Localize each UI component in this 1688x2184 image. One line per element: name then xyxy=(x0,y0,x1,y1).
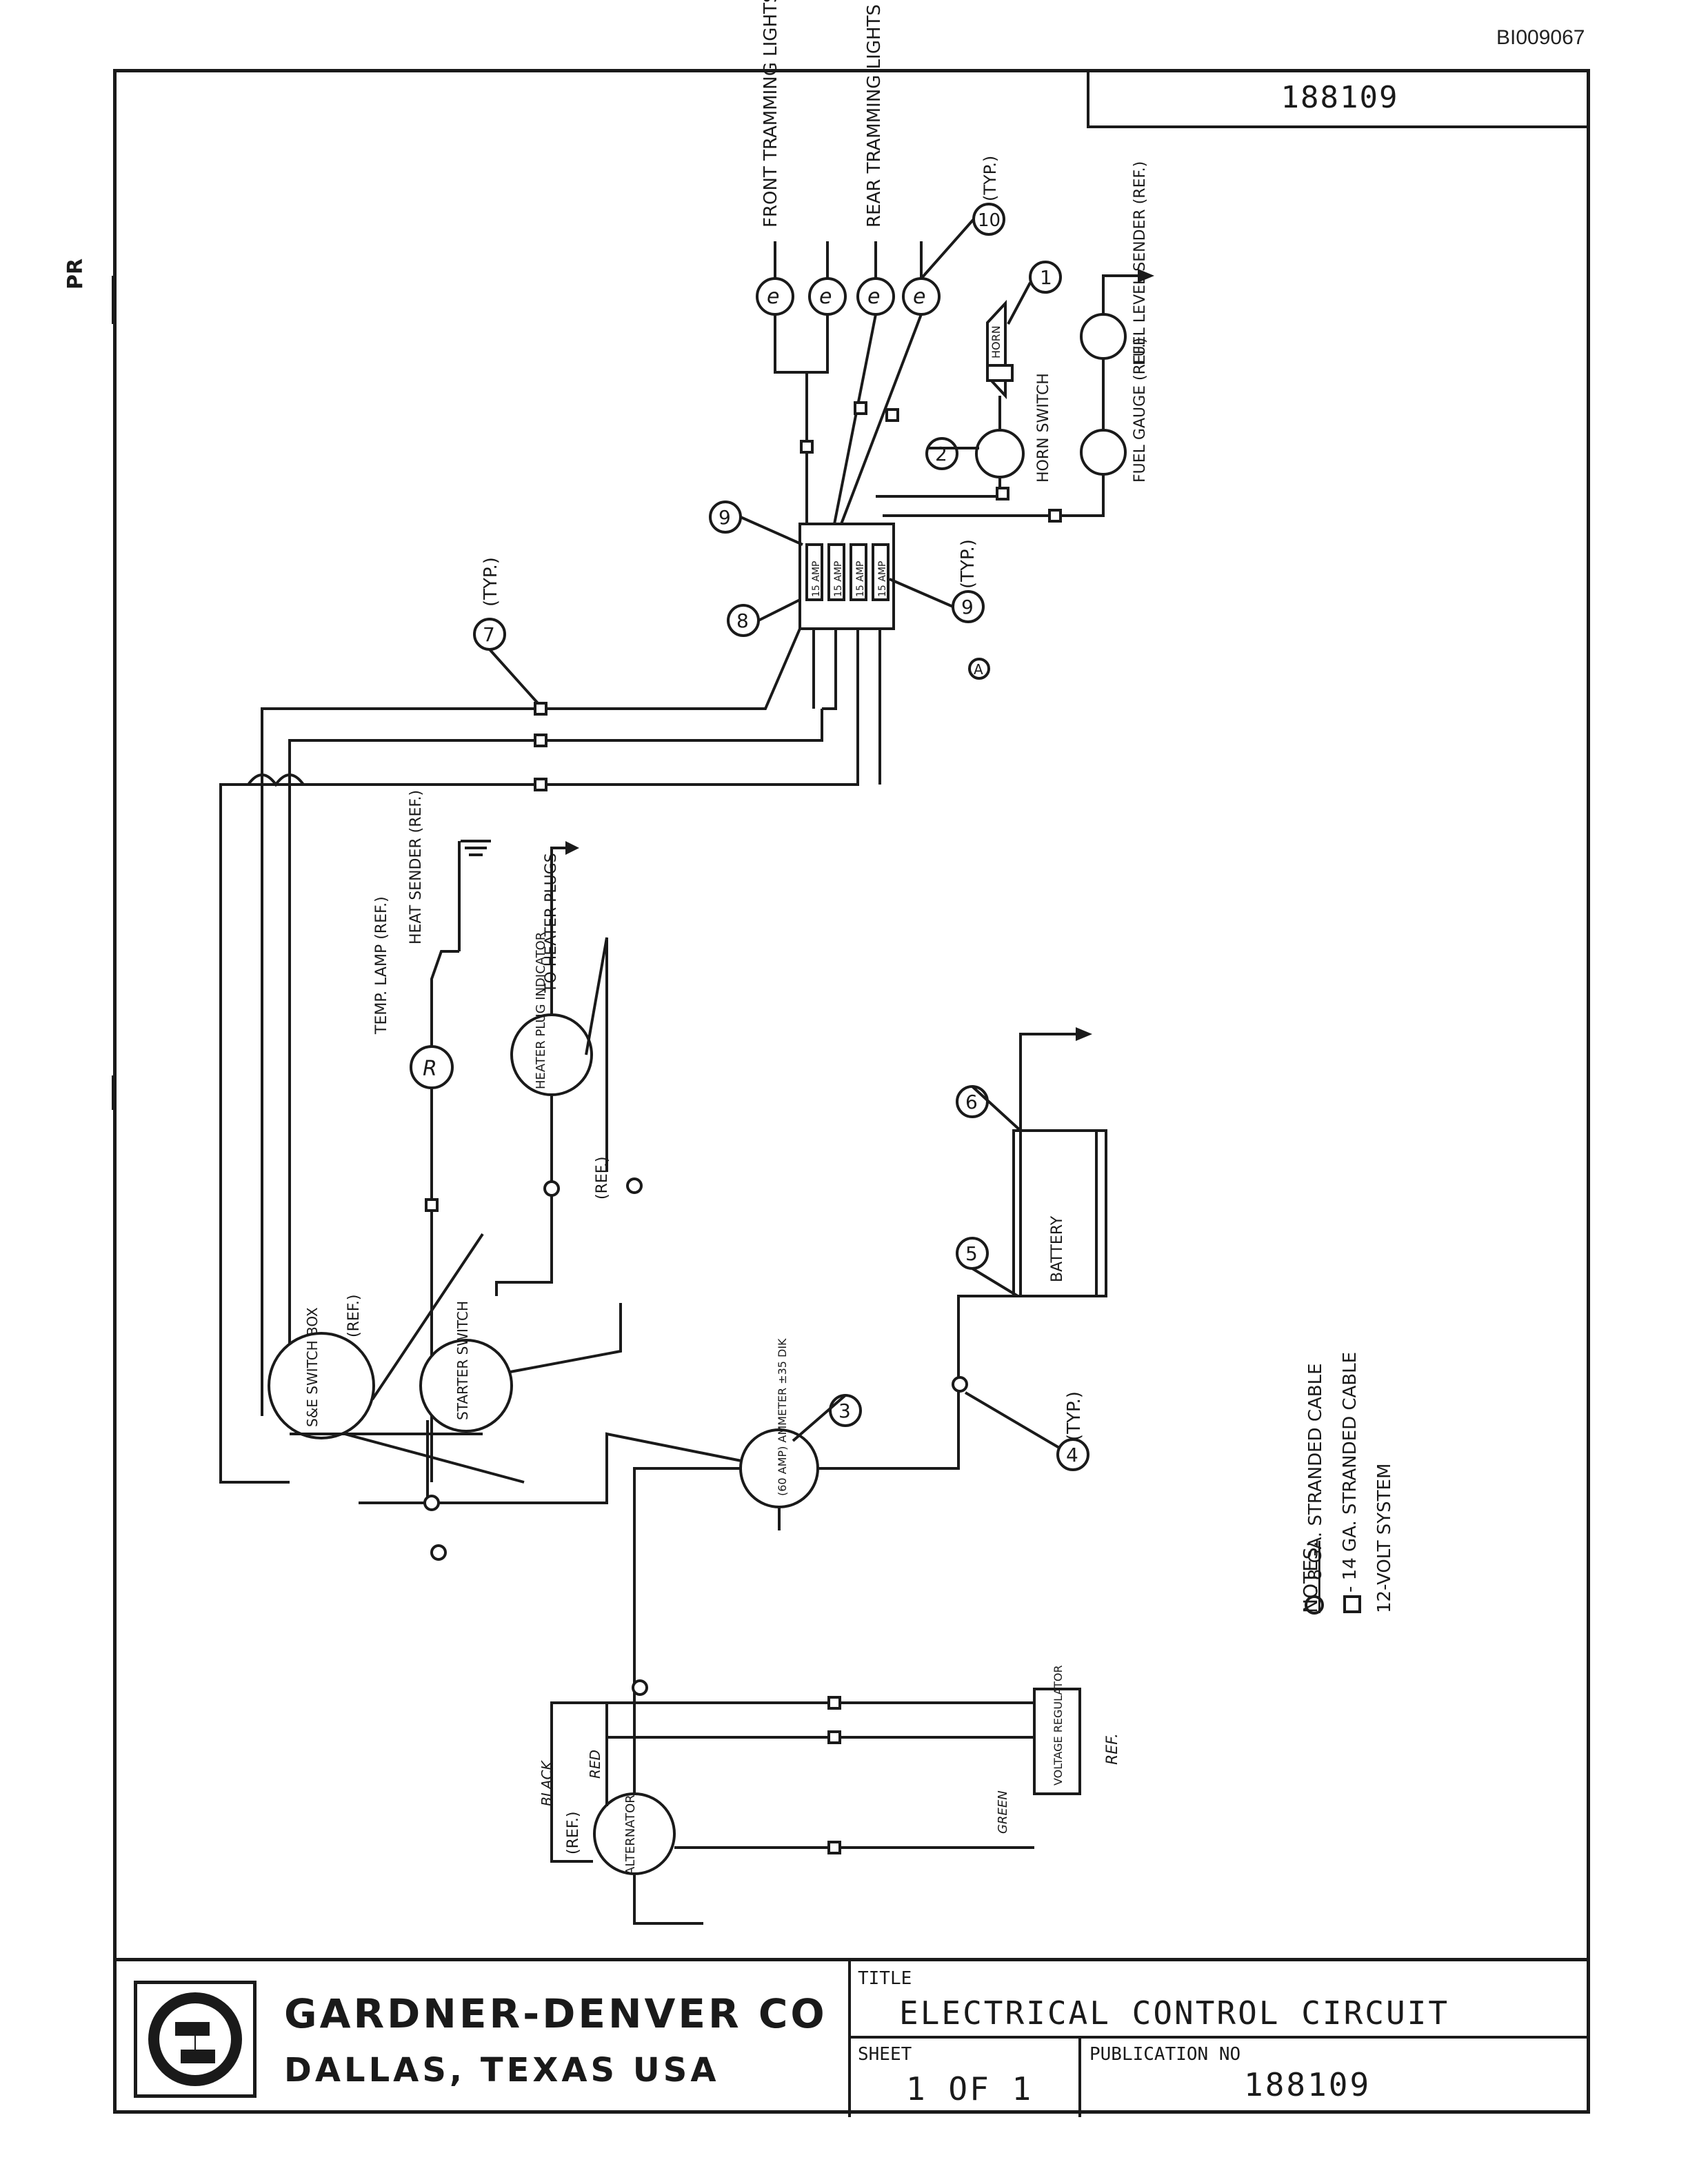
note-line: - 8 GA. STRANDED CABLE xyxy=(1305,1363,1326,1593)
harness-lead xyxy=(248,724,859,786)
fuel-level-sender-label: FUEL LEVEL SENDER (REF.) xyxy=(1132,161,1149,365)
fuel-gauge xyxy=(883,358,1127,523)
fuse-label: 15 AMP xyxy=(833,561,844,597)
front-tramming-lights: e e xyxy=(756,241,847,524)
fuse-block xyxy=(798,523,895,738)
switch-box-ref: (REF.) xyxy=(345,1295,363,1337)
rear-tramming-lights: e e xyxy=(833,241,941,525)
battery-label: BATTERY xyxy=(1049,1215,1066,1282)
callouts: 1 2 3 4 5 6 7 8 9 9 10 A xyxy=(473,203,1089,1471)
callout-1: 1 xyxy=(1040,266,1052,289)
notes: NOTES: - 8 GA. STRANDED CABLE - 14 GA. S… xyxy=(1299,1352,1395,1615)
fuse-label: 15 AMP xyxy=(877,561,888,597)
callout-4: 4 xyxy=(1066,1444,1078,1466)
voltage-regulator-label: VOLTAGE REGULATOR xyxy=(1052,1665,1065,1786)
harness-lead xyxy=(261,628,801,1416)
callout-6: 6 xyxy=(965,1091,978,1113)
fuse-label: 15 AMP xyxy=(855,561,866,597)
typ-label: (TYP.) xyxy=(958,539,978,589)
svg-text:e: e xyxy=(819,285,832,309)
callout-a: A xyxy=(974,661,983,678)
alternator-label: ALTERNATOR xyxy=(623,1794,638,1875)
heat-sender-label: HEAT SENDER (REF.) xyxy=(408,790,425,944)
horn-switch-label: HORN SWITCH xyxy=(1035,373,1052,483)
title-block-divider xyxy=(848,2036,1590,2039)
svg-text:e: e xyxy=(767,285,779,309)
callout-8: 8 xyxy=(736,609,749,632)
starter-switch-label: STARTER SWITCH xyxy=(454,1301,471,1420)
typ-label: (TYP.) xyxy=(1064,1391,1085,1441)
regulator-ref: REF. xyxy=(1104,1733,1121,1765)
typ-label: (TYP.) xyxy=(981,156,1000,201)
sheet-value: 1 OF 1 xyxy=(906,2070,1034,2107)
publication-label: PUBLICATION NO xyxy=(1089,2044,1241,2065)
title-block-divider xyxy=(848,1961,851,2117)
horn xyxy=(986,299,1014,400)
callout-5: 5 xyxy=(965,1242,978,1265)
wire-green-label: GREEN xyxy=(996,1790,1010,1834)
fuse-label: 15 AMP xyxy=(811,561,822,597)
switch-box xyxy=(268,1233,525,1484)
sheet-label: SHEET xyxy=(858,2044,912,2065)
callout-9-typ: 9 xyxy=(961,596,974,618)
notes-title: NOTES: xyxy=(1299,1541,1322,1613)
horn-label: HORN xyxy=(989,325,1003,358)
heater-indicator-label: HEATER PLUG INDICATOR xyxy=(534,932,548,1089)
drawing-title: ELECTRICAL CONTROL CIRCUIT xyxy=(899,1994,1450,2032)
horn-switch xyxy=(876,396,1025,501)
title-label: TITLE xyxy=(858,1968,912,1989)
svg-text:e: e xyxy=(913,285,925,309)
fuel-level-sender xyxy=(1080,269,1154,360)
lamp-letter: R xyxy=(423,1057,437,1081)
alternator-ref: (REF.) xyxy=(565,1812,582,1854)
publication-number-box: 188109 xyxy=(1087,69,1590,128)
connector-marks xyxy=(423,401,968,1854)
publication-number: 188109 xyxy=(1244,2066,1372,2103)
note-line: 12-VOLT SYSTEM xyxy=(1374,1464,1395,1613)
frame-tick xyxy=(112,276,116,324)
callout-7: 7 xyxy=(483,623,495,646)
document-id: BI009067 xyxy=(1496,26,1585,49)
harness-lead xyxy=(288,709,823,1417)
company-location: DALLAS, TEXAS USA xyxy=(284,2051,720,2090)
ammeter xyxy=(633,1295,1014,1661)
company-logo xyxy=(134,1981,257,2098)
callout-10: 10 xyxy=(978,210,1001,231)
heater-ref-label: (REF.) xyxy=(594,1157,611,1200)
ammeter-label: (60 AMP) AMMETER ±35 DIK xyxy=(776,1338,789,1496)
callout-2: 2 xyxy=(935,443,947,465)
rear-lights-label: REAR TRAMMING LIGHTS xyxy=(864,4,885,228)
note-line: - 14 GA. STRANDED CABLE xyxy=(1340,1352,1360,1593)
voltage-regulator xyxy=(1033,1688,1081,1795)
wire-black-label: BLACK xyxy=(539,1759,555,1806)
temp-lamp-label: TEMP. LAMP (REF.) xyxy=(373,896,390,1035)
svg-text:e: e xyxy=(867,285,880,309)
title-block-divider xyxy=(1078,2036,1081,2117)
front-lights-label: FRONT TRAMMING LIGHTS xyxy=(761,0,781,228)
typ-label: (TYP.) xyxy=(481,557,501,607)
heater-plugs-label: TO HEATER PLUGS xyxy=(543,853,560,993)
frame-tick xyxy=(112,1075,116,1110)
title-block: GARDNER-DENVER CO DALLAS, TEXAS USA TITL… xyxy=(113,1958,1590,2117)
wire-red-label: RED xyxy=(587,1750,603,1779)
battery xyxy=(1012,1027,1107,1297)
harness-lead xyxy=(219,774,306,1484)
alternator xyxy=(550,1661,1034,1925)
switch-box-label: S&E SWITCH BOX xyxy=(304,1307,321,1427)
callout-9: 9 xyxy=(719,506,731,529)
ground-symbol xyxy=(458,840,491,951)
fuel-gauge-label: FUEL GAUGE (REF.) xyxy=(1132,337,1149,483)
callout-3: 3 xyxy=(838,1399,851,1422)
starter-switch xyxy=(359,1303,745,1504)
company-name: GARDNER-DENVER CO xyxy=(284,1990,827,2037)
